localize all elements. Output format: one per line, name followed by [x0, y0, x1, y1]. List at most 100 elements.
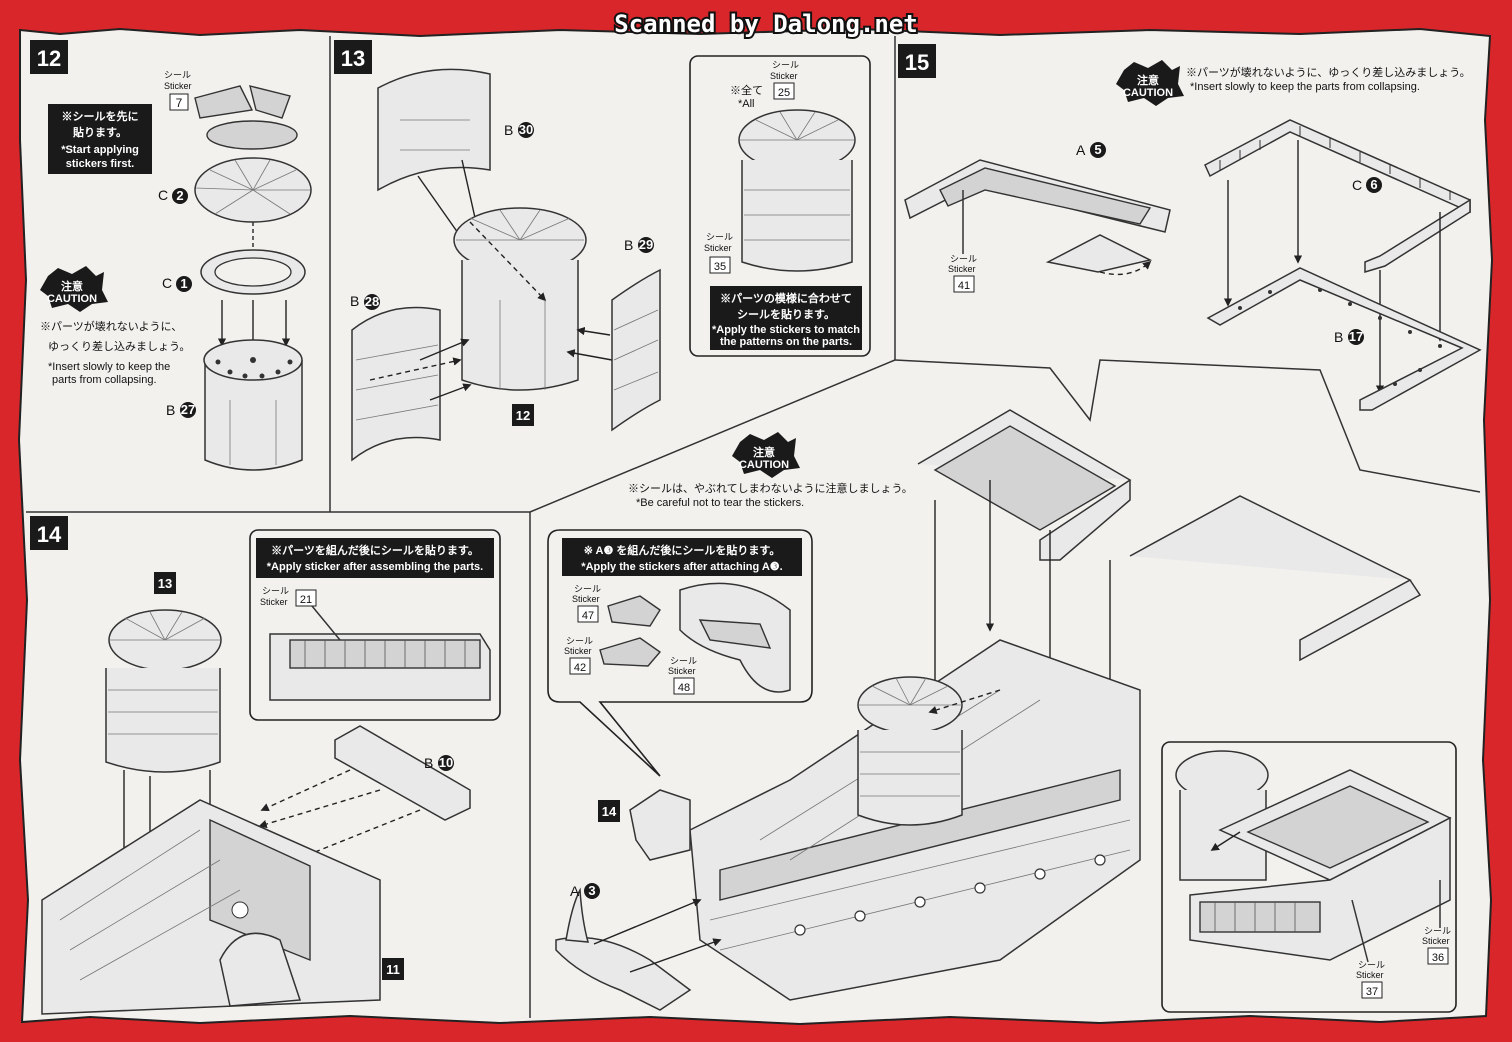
part-a3-number: 3 — [588, 883, 595, 898]
step-13-all-en: *All — [738, 98, 755, 110]
sticker-42-label: シール — [566, 636, 593, 646]
step-12-note-en-2: stickers first. — [66, 158, 134, 170]
sticker-42-number: 42 — [574, 662, 586, 674]
callout-pointers — [894, 359, 1481, 493]
step-14-ref-11-badge — [382, 958, 404, 980]
step-15-caution-jp: 注意 — [1137, 73, 1159, 87]
step-12-badge — [30, 40, 68, 74]
step-15-caution-note-en: *Insert slowly to keep the parts from co… — [1190, 81, 1420, 93]
part-c6-number: 6 — [1370, 177, 1377, 192]
sticker-7-label: シール — [164, 70, 191, 80]
part-a3-label: A — [570, 883, 580, 899]
sticker-48-label: シール — [670, 656, 697, 666]
step-12-number: 12 — [37, 46, 61, 71]
part-b30-number: 30 — [519, 122, 533, 137]
sticker-41-label-en: Sticker — [948, 264, 976, 274]
step-15-number: 15 — [905, 50, 929, 75]
part-b27-label: B — [166, 402, 175, 418]
step-14-ref-13: 13 — [158, 576, 172, 591]
part-c6-label: C — [1352, 177, 1362, 193]
sticker-21-label-en: Sticker — [260, 597, 288, 607]
sticker-35-label: シール — [706, 232, 733, 242]
step-15-caution-en: CAUTION — [1123, 87, 1173, 99]
sticker-7-number: 7 — [176, 96, 183, 110]
sticker-25-label: シール — [772, 60, 799, 70]
step-14-badge — [30, 516, 68, 550]
step-14-note-en: *Apply sticker after assembling the part… — [267, 561, 483, 573]
sticker-35-number: 35 — [714, 261, 726, 273]
part-b17-number: 17 — [1349, 329, 1363, 344]
part-c1-label: C — [162, 275, 172, 291]
step-13-note-box — [710, 286, 862, 350]
part-b29-label: B — [624, 237, 633, 253]
sticker-47-number: 47 — [582, 610, 594, 622]
base-part-b27 — [204, 360, 303, 471]
step-15-caution-badge: 注意 CAUTION — [1116, 60, 1184, 106]
step-15-badge — [898, 44, 936, 78]
step-14-ref-11: 11 — [386, 962, 400, 977]
step-13-all-jp: ※全て — [730, 83, 763, 97]
step-12-note-jp-1: ※シールを先に — [62, 109, 139, 123]
step-14-panel: 14 13 ※パーツを組んだ後にシールを貼ります。 *Apply sticker… — [30, 516, 501, 1015]
step-12-caution-note-jp-1: ※パーツが壊れないように、 — [40, 319, 182, 333]
step-13-badge — [334, 40, 372, 74]
step-12-caution-en: CAUTION — [47, 293, 97, 305]
part-a5-number: 5 — [1094, 142, 1101, 157]
step-12-caution-note-jp-2: ゆっくり差し込みましょう。 — [48, 339, 190, 353]
step-12-caution-jp: 注意 — [61, 279, 83, 293]
panel-dividers — [26, 36, 896, 1018]
part-c2-label: C — [158, 187, 168, 203]
sticker-35-label-en: Sticker — [704, 243, 732, 253]
part-b10-label: B — [424, 755, 433, 771]
watermark-text: Scanned by Dalong.net — [614, 10, 917, 38]
part-b27-number: 27 — [181, 402, 195, 417]
sticker-36-label: シール — [1424, 926, 1451, 936]
step-12-panel: 12 シール Sticker 7 ※シールを先に 貼ります。 *Start ap… — [30, 40, 312, 471]
main-assembly-panel: 注意 CAUTION ※シールは、やぶれてしまわないように注意しましょう。 *B… — [547, 409, 1457, 1013]
sticker-21-label: シール — [262, 586, 289, 596]
main-caution-badge: 注意 CAUTION — [732, 432, 800, 478]
step-12-caution-badge: 注意 CAUTION — [40, 266, 108, 312]
tower-body — [105, 668, 221, 773]
main-a3-note-en: *Apply the stickers after attaching A❸. — [581, 561, 782, 573]
part-b30-label: B — [504, 122, 513, 138]
sticker-47-label-en: Sticker — [572, 594, 600, 604]
sticker-37-label-en: Sticker — [1356, 970, 1384, 980]
main-caution-jp: 注意 — [753, 445, 775, 459]
main-caution-note-en: *Be careful not to tear the stickers. — [636, 497, 804, 509]
sticker-41-label: シール — [950, 254, 977, 264]
part-a5-label: A — [1076, 142, 1086, 158]
step-14-number: 14 — [37, 522, 62, 547]
sticker-36-label-en: Sticker — [1422, 936, 1450, 946]
step-13-number: 13 — [341, 46, 365, 71]
sticker-37-number: 37 — [1366, 986, 1378, 998]
main-caution-en: CAUTION — [739, 459, 789, 471]
part-b17-label: B — [1334, 329, 1343, 345]
part-b28-label: B — [350, 293, 359, 309]
main-caution-note-jp: ※シールは、やぶれてしまわないように注意しましょう。 — [628, 481, 913, 495]
sticker-36-number: 36 — [1432, 952, 1444, 964]
left-wall-part-b28 — [351, 306, 441, 462]
sticker-37-label: シール — [1358, 960, 1385, 970]
sticker-21-number: 21 — [300, 594, 312, 606]
step-14-ref-13-badge — [154, 572, 176, 594]
main-ref-14-badge — [598, 800, 620, 822]
step-14-note-box — [256, 538, 494, 578]
deck-part-b10 — [334, 725, 471, 821]
step-12-note-en-1: *Start applying — [61, 144, 139, 156]
step-15-caution-note-jp: ※パーツが壊れないように、ゆっくり差し込みましょう。 — [1186, 65, 1471, 79]
sticker-41-number: 41 — [958, 280, 970, 292]
part-b28-number: 28 — [365, 294, 379, 309]
step-13-note-en-2: the patterns on the parts. — [720, 336, 852, 348]
step-12-caution-note-en-1: *Insert slowly to keep the — [48, 361, 170, 373]
part-c2-number: 2 — [176, 188, 183, 203]
main-roof-frame — [917, 409, 1132, 561]
step-15-panel: 15 注意 CAUTION ※パーツが壊れないように、ゆっくり差し込みましょう。… — [898, 44, 1482, 411]
step-13-panel: 13 B 30 B 28 B — [334, 40, 871, 462]
back-wall-part-b30 — [377, 68, 491, 192]
base-rail-part-b17 — [1206, 267, 1482, 411]
part-b29-number: 29 — [639, 237, 653, 252]
sticker-48-number: 48 — [678, 682, 690, 694]
main-a3-note-box — [562, 538, 802, 576]
